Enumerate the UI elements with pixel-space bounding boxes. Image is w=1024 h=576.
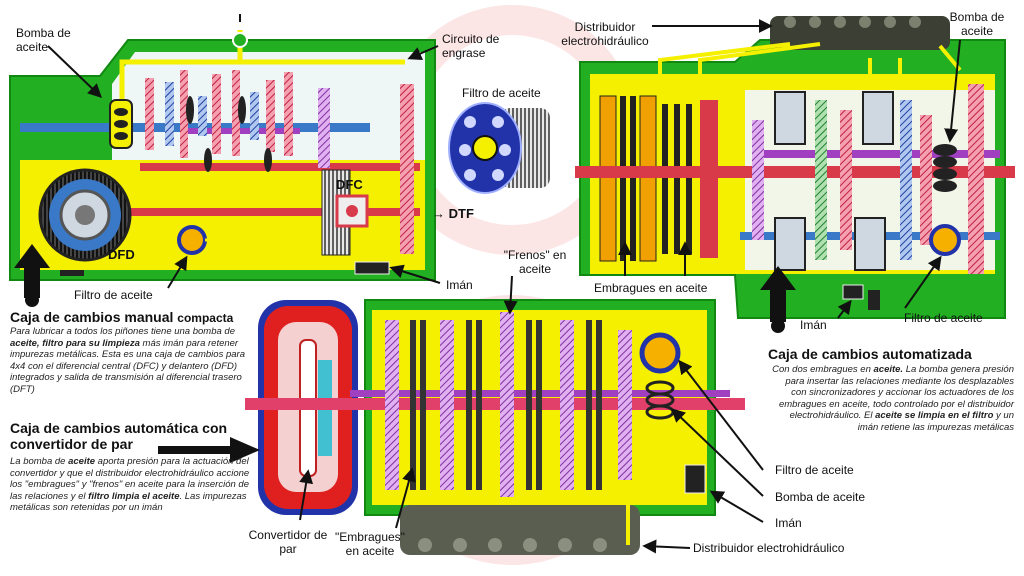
automated-synchronizers xyxy=(752,84,984,274)
manual-rear-shaft xyxy=(110,208,420,216)
manual-gear-stack xyxy=(145,70,414,254)
automatic-gearbox xyxy=(245,299,745,555)
automatic-distributor xyxy=(400,505,640,555)
dfd-label: DFD xyxy=(108,247,135,262)
manual-description: Para lubricar a todos los piñones tiene … xyxy=(10,326,245,395)
dtf-label: → DTF xyxy=(432,206,474,221)
automated-gearbox xyxy=(575,16,1015,319)
automated-clutches-label: Embragues en aceite xyxy=(594,281,708,295)
clutches-bottom-label: "Embragues" en aceite xyxy=(335,530,405,558)
oil-filter-illustration xyxy=(448,102,550,194)
brakes-label: "Frenos" en aceite xyxy=(503,248,567,276)
bottom-distributor-label: Distribuidor electrohidráulico xyxy=(693,541,845,555)
manual-title-main: Caja de cambios manual xyxy=(10,309,174,325)
manual-oil-pump xyxy=(109,99,133,149)
automated-title: Caja de cambios automatizada xyxy=(768,346,972,362)
automated-pump-label: Bomba de aceite xyxy=(949,10,1005,38)
manual-output-shaft xyxy=(140,163,420,171)
manual-magnet-label: Imán xyxy=(446,278,473,292)
bottom-magnet-label: Imán xyxy=(775,516,802,530)
automatic-oil-filter xyxy=(639,332,681,374)
manual-oil-filter xyxy=(177,225,255,262)
automated-clutch-packs xyxy=(599,95,718,262)
automated-filter-label: Filtro de aceite xyxy=(904,311,983,325)
bottom-filter-label: Filtro de aceite xyxy=(775,463,854,477)
manual-input-shaft xyxy=(20,123,370,132)
manual-magnet xyxy=(354,261,390,275)
manual-title-suffix: compacta xyxy=(177,311,234,325)
dfd-differential xyxy=(38,168,132,262)
manual-oil-circuit-line xyxy=(119,59,405,110)
automated-distributor-label: Distribuidor electrohidráulico xyxy=(561,20,649,48)
automated-oil-filter xyxy=(929,224,961,256)
automated-oil-pump xyxy=(933,144,957,192)
automated-magnet-label: Imán xyxy=(800,318,827,332)
filter-center-label: Filtro de aceite xyxy=(462,86,541,100)
automatic-title: Caja de cambios automática con convertid… xyxy=(10,420,228,452)
automatic-oil-pump xyxy=(645,380,675,420)
big-arrows xyxy=(14,244,796,463)
manual-title: Caja de cambios manual compacta xyxy=(10,309,265,326)
converter-label: Convertidor de par xyxy=(248,528,328,556)
manual-gearbox xyxy=(9,14,436,281)
automated-distributor xyxy=(770,16,950,50)
automatic-clutch-brake-packs xyxy=(385,312,632,497)
manual-pump-label: Bomba de aceite xyxy=(16,26,71,54)
automated-description: Con dos embragues en aceite. La bomba ge… xyxy=(772,364,1014,433)
leader-lines xyxy=(47,19,961,554)
oil-circuit-label: Circuito de engrase xyxy=(442,32,500,60)
dfc-label: DFC xyxy=(336,177,363,192)
dfc-differential xyxy=(321,169,369,256)
automatic-magnet xyxy=(684,464,706,494)
manual-filter-label: Filtro de aceite xyxy=(74,288,153,302)
automated-magnet xyxy=(842,284,864,300)
automatic-description: La bomba de aceite aporta presión para l… xyxy=(10,456,250,514)
bottom-pump-label: Bomba de aceite xyxy=(775,490,866,504)
